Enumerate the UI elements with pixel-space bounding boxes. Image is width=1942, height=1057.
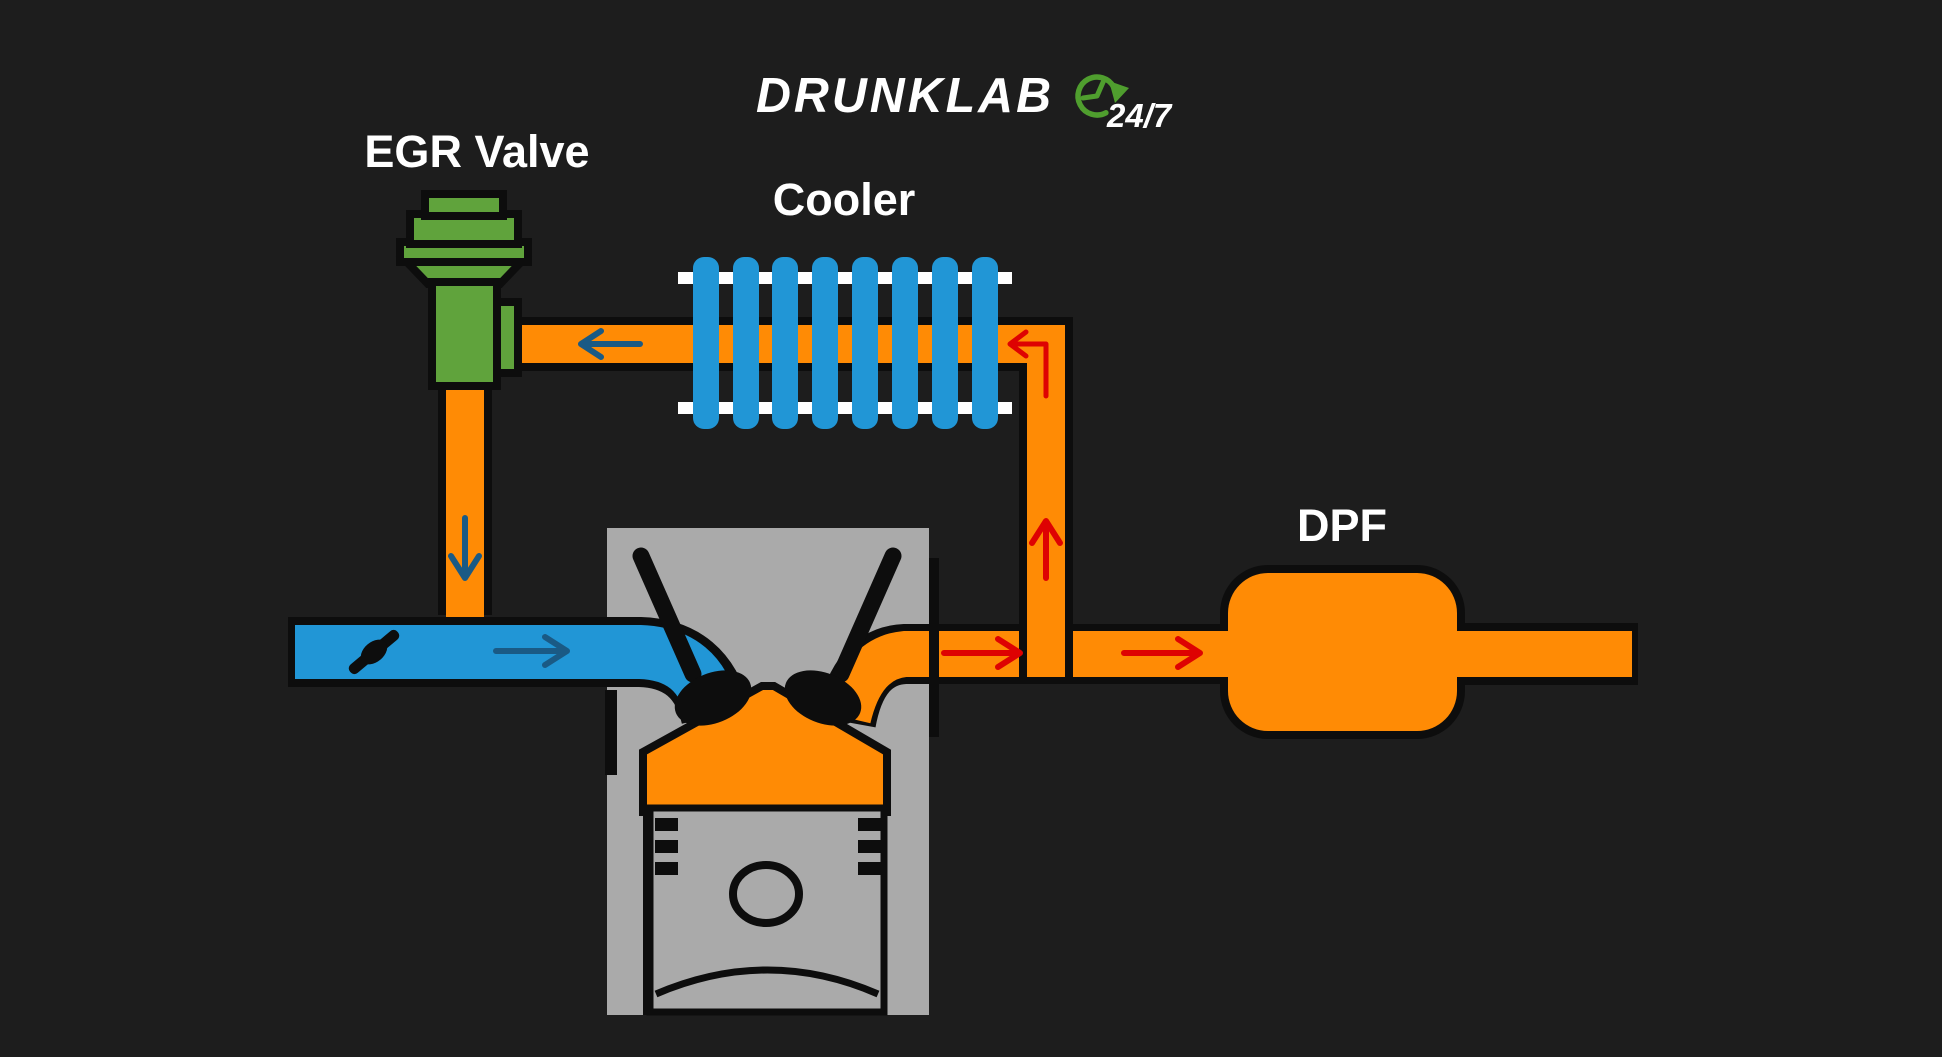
intake-valve-stem: [632, 547, 702, 683]
flow-arrows: [448, 328, 1203, 670]
brand-logo: DRUNKLAB 24/7: [756, 69, 1173, 134]
clock-arrowhead: [1109, 81, 1129, 103]
label-dpf: DPF: [1297, 500, 1387, 551]
piston-ring: [655, 862, 678, 875]
piston-skirt: [654, 966, 880, 998]
label-cooler: Cooler: [773, 174, 916, 225]
piston: [646, 804, 888, 1016]
exhaust-valve-head: [784, 670, 862, 726]
wrist-pin: [729, 861, 803, 927]
piston-ring: [655, 818, 678, 831]
egr-valve-cap: [421, 190, 507, 220]
egr-cooler: [678, 257, 1012, 429]
egr-return-pipe: [446, 383, 484, 617]
history-clock-icon: [1075, 74, 1129, 118]
intake-valve-head: [674, 670, 752, 726]
block-right-seam: [929, 558, 939, 737]
arrow-egr-down: [448, 515, 482, 581]
engine-valves: [632, 547, 902, 726]
dpf-canister: [1228, 573, 1457, 731]
arrow-intake-flow: [493, 634, 570, 668]
badge-24-7: 24/7: [1106, 97, 1173, 134]
component-labels: EGR Valve Cooler DPF: [364, 126, 1387, 551]
cooler-fin: [693, 257, 719, 429]
block-left-seam: [605, 690, 617, 775]
arrow-exhaust-flow: [941, 636, 1023, 670]
cooler-fin: [932, 257, 958, 429]
cooler-fin: [892, 257, 918, 429]
arrow-into-cooler: [1007, 329, 1049, 399]
cooler-rail-top: [678, 272, 1012, 284]
cooler-fin: [852, 257, 878, 429]
piston-ring: [858, 840, 881, 853]
dpf-inlet-joint: [1216, 631, 1232, 677]
egr-valve-port: [493, 298, 522, 377]
arrow-riser-up: [1029, 518, 1063, 581]
egr-valve-body: [428, 278, 501, 390]
label-egr-valve: EGR Valve: [364, 126, 589, 177]
egr-valve: [395, 190, 533, 390]
piston-ring: [858, 818, 881, 831]
cooler-fin: [772, 257, 798, 429]
throttle-valve-icon: [348, 629, 400, 675]
dpf-assembly: [1216, 565, 1638, 739]
piston-ring: [858, 862, 881, 875]
arrow-to-dpf: [1121, 636, 1203, 670]
cooler-fins: [693, 257, 998, 429]
cooler-fin: [972, 257, 998, 429]
tailpipe: [1455, 631, 1632, 677]
throttle-disc: [360, 639, 388, 665]
logo-text: DRUNKLAB: [756, 69, 1054, 123]
cooler-fin: [812, 257, 838, 429]
piston-rings: [655, 818, 881, 875]
engine-internals: [605, 547, 939, 1016]
piston-ring: [655, 840, 678, 853]
exhaust-valve-stem: [832, 547, 902, 683]
cooler-fin: [733, 257, 759, 429]
clock-hands: [1080, 77, 1107, 101]
arrow-egr-to-valve: [578, 328, 643, 360]
cooler-rail-bottom: [678, 402, 1012, 414]
